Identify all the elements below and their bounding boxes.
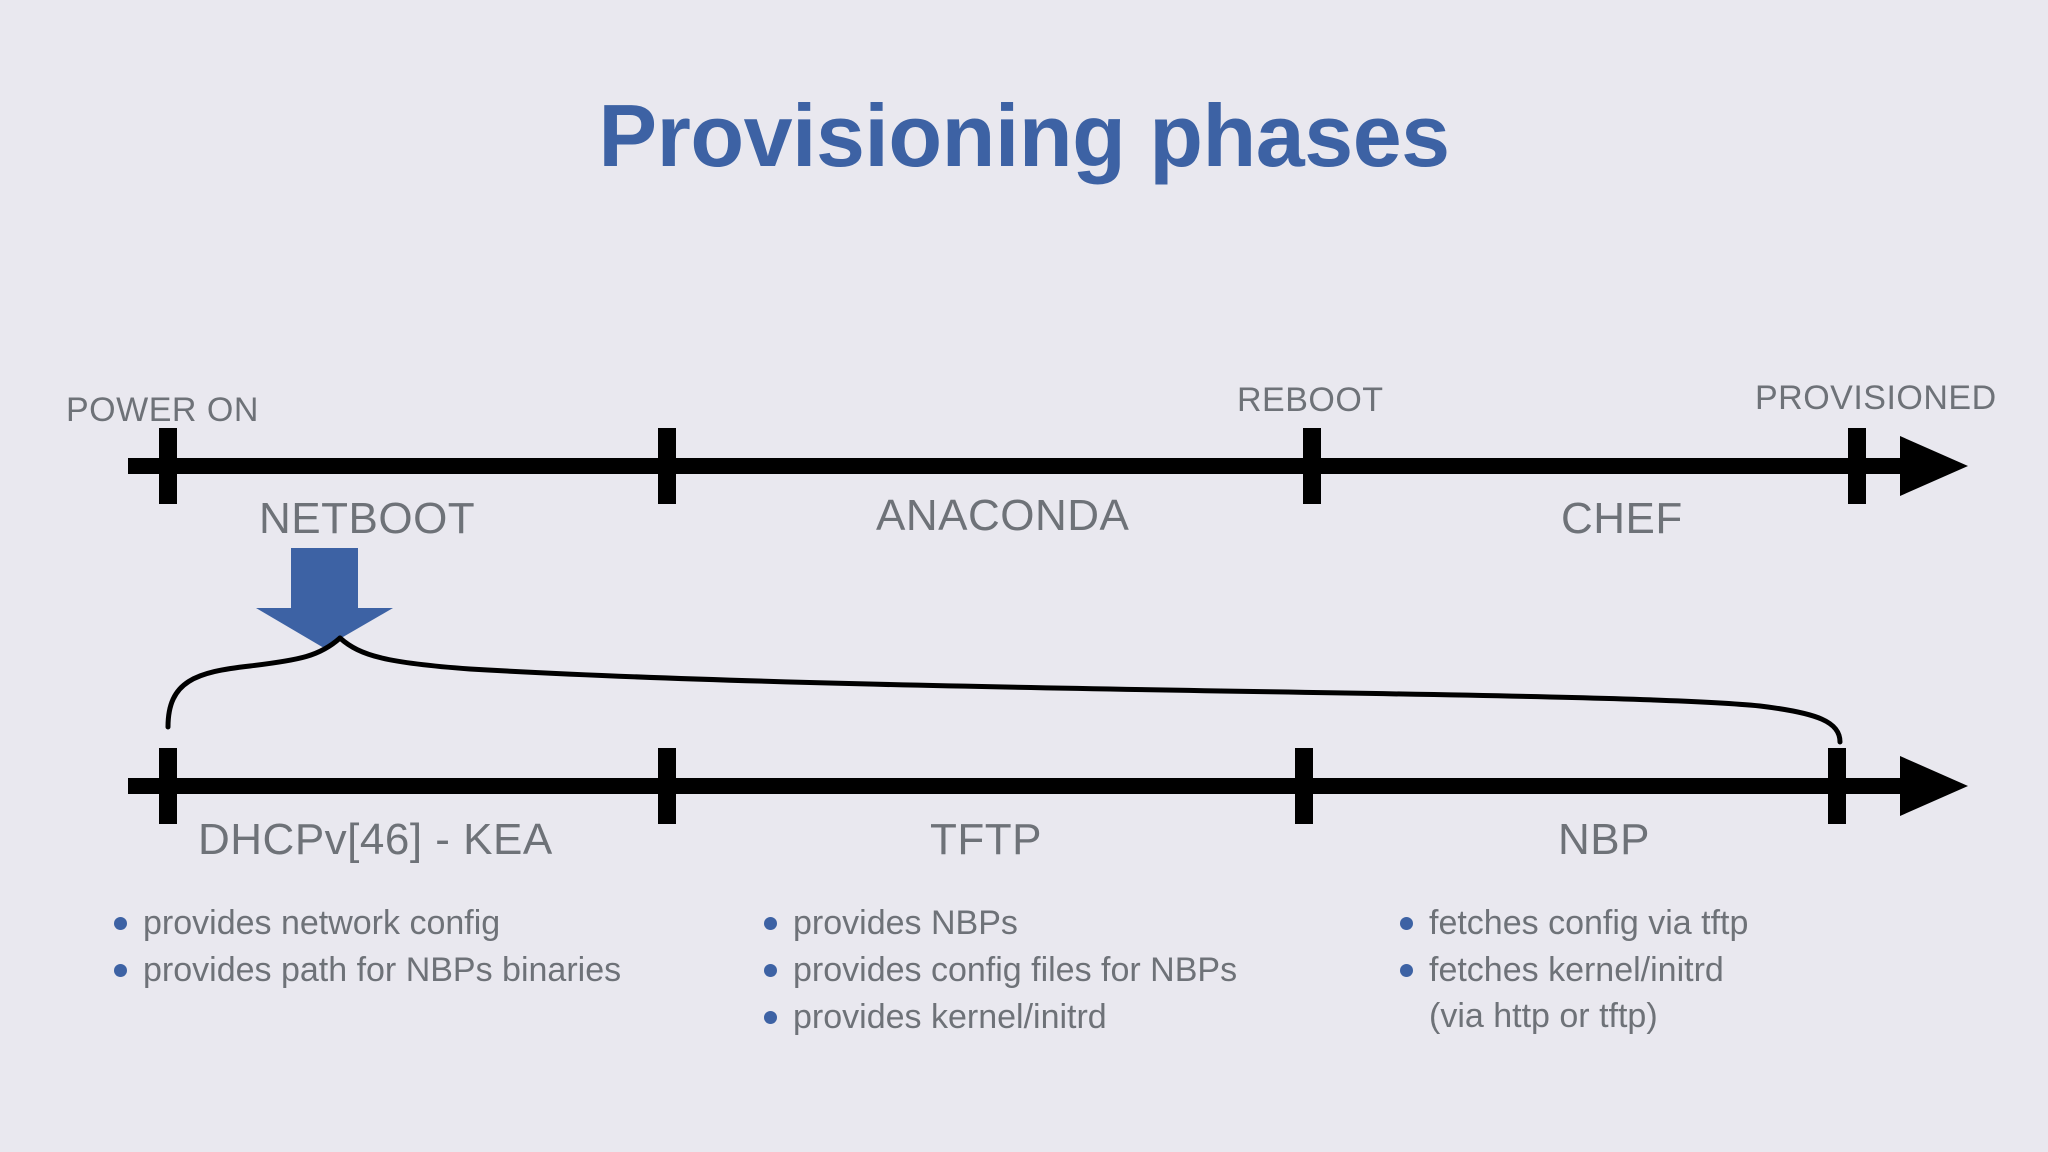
phase-dhcp-kea: DHCPv[46] - KEA <box>198 815 553 864</box>
detail-column-dhcp: provides network config provides path fo… <box>114 900 621 994</box>
tick-netboot-end <box>658 428 676 504</box>
bullet-dot-icon <box>764 917 777 930</box>
list-item-sublabel: (via http or tftp) <box>1429 997 1658 1035</box>
list-item-label: fetches kernel/initrd <box>1429 951 1724 989</box>
list-item-label: provides NBPs <box>793 904 1018 942</box>
list-item-label: provides config files for NBPs <box>793 951 1238 989</box>
netboot-detail-brace <box>165 635 1843 745</box>
milestone-provisioned: PROVISIONED <box>1755 379 1997 417</box>
list-item: fetches config via tftp <box>1400 900 1748 946</box>
phase-nbp: NBP <box>1558 815 1650 864</box>
tick-nbp-end <box>1828 748 1846 824</box>
list-item: provides kernel/initrd <box>764 994 1237 1040</box>
list-item-label: provides path for NBPs binaries <box>143 951 622 989</box>
bullet-dot-icon <box>764 1011 777 1024</box>
list-item-label: provides network config <box>143 904 501 942</box>
list-item: provides network config <box>114 900 621 946</box>
bullet-dot-icon <box>1400 917 1413 930</box>
tick-dhcp-end <box>658 748 676 824</box>
bullet-dot-icon <box>114 917 127 930</box>
list-item-label: provides kernel/initrd <box>793 998 1107 1036</box>
tick-dhcp-start <box>159 748 177 824</box>
detail-column-nbp: fetches config via tftp fetches kernel/i… <box>1400 900 1748 1040</box>
milestone-power-on: POWER ON <box>66 391 259 429</box>
phase-chef: CHEF <box>1561 494 1683 543</box>
list-item: provides config files for NBPs <box>764 947 1237 993</box>
tick-tftp-end <box>1295 748 1313 824</box>
list-item: provides NBPs <box>764 900 1237 946</box>
bottom-timeline-axis <box>128 748 1968 824</box>
list-item: provides path for NBPs binaries <box>114 947 621 993</box>
detail-column-tftp: provides NBPs provides config files for … <box>764 900 1237 1041</box>
netboot-drilldown-arrow <box>256 548 393 648</box>
bullet-dot-icon <box>1400 964 1413 977</box>
tick-power-on <box>159 428 177 504</box>
bullet-dot-icon <box>114 964 127 977</box>
phase-tftp: TFTP <box>930 815 1042 864</box>
milestone-reboot: REBOOT <box>1237 381 1384 419</box>
tick-reboot <box>1303 428 1321 504</box>
bullet-dot-icon <box>764 964 777 977</box>
list-item-label: fetches config via tftp <box>1429 904 1749 942</box>
phase-netboot: NETBOOT <box>259 494 476 543</box>
list-item: fetches kernel/initrd (via http or tftp) <box>1400 947 1748 1039</box>
tick-provisioned <box>1848 428 1866 504</box>
page-title: Provisioning phases <box>598 86 1450 185</box>
phase-anaconda: ANACONDA <box>876 491 1130 540</box>
